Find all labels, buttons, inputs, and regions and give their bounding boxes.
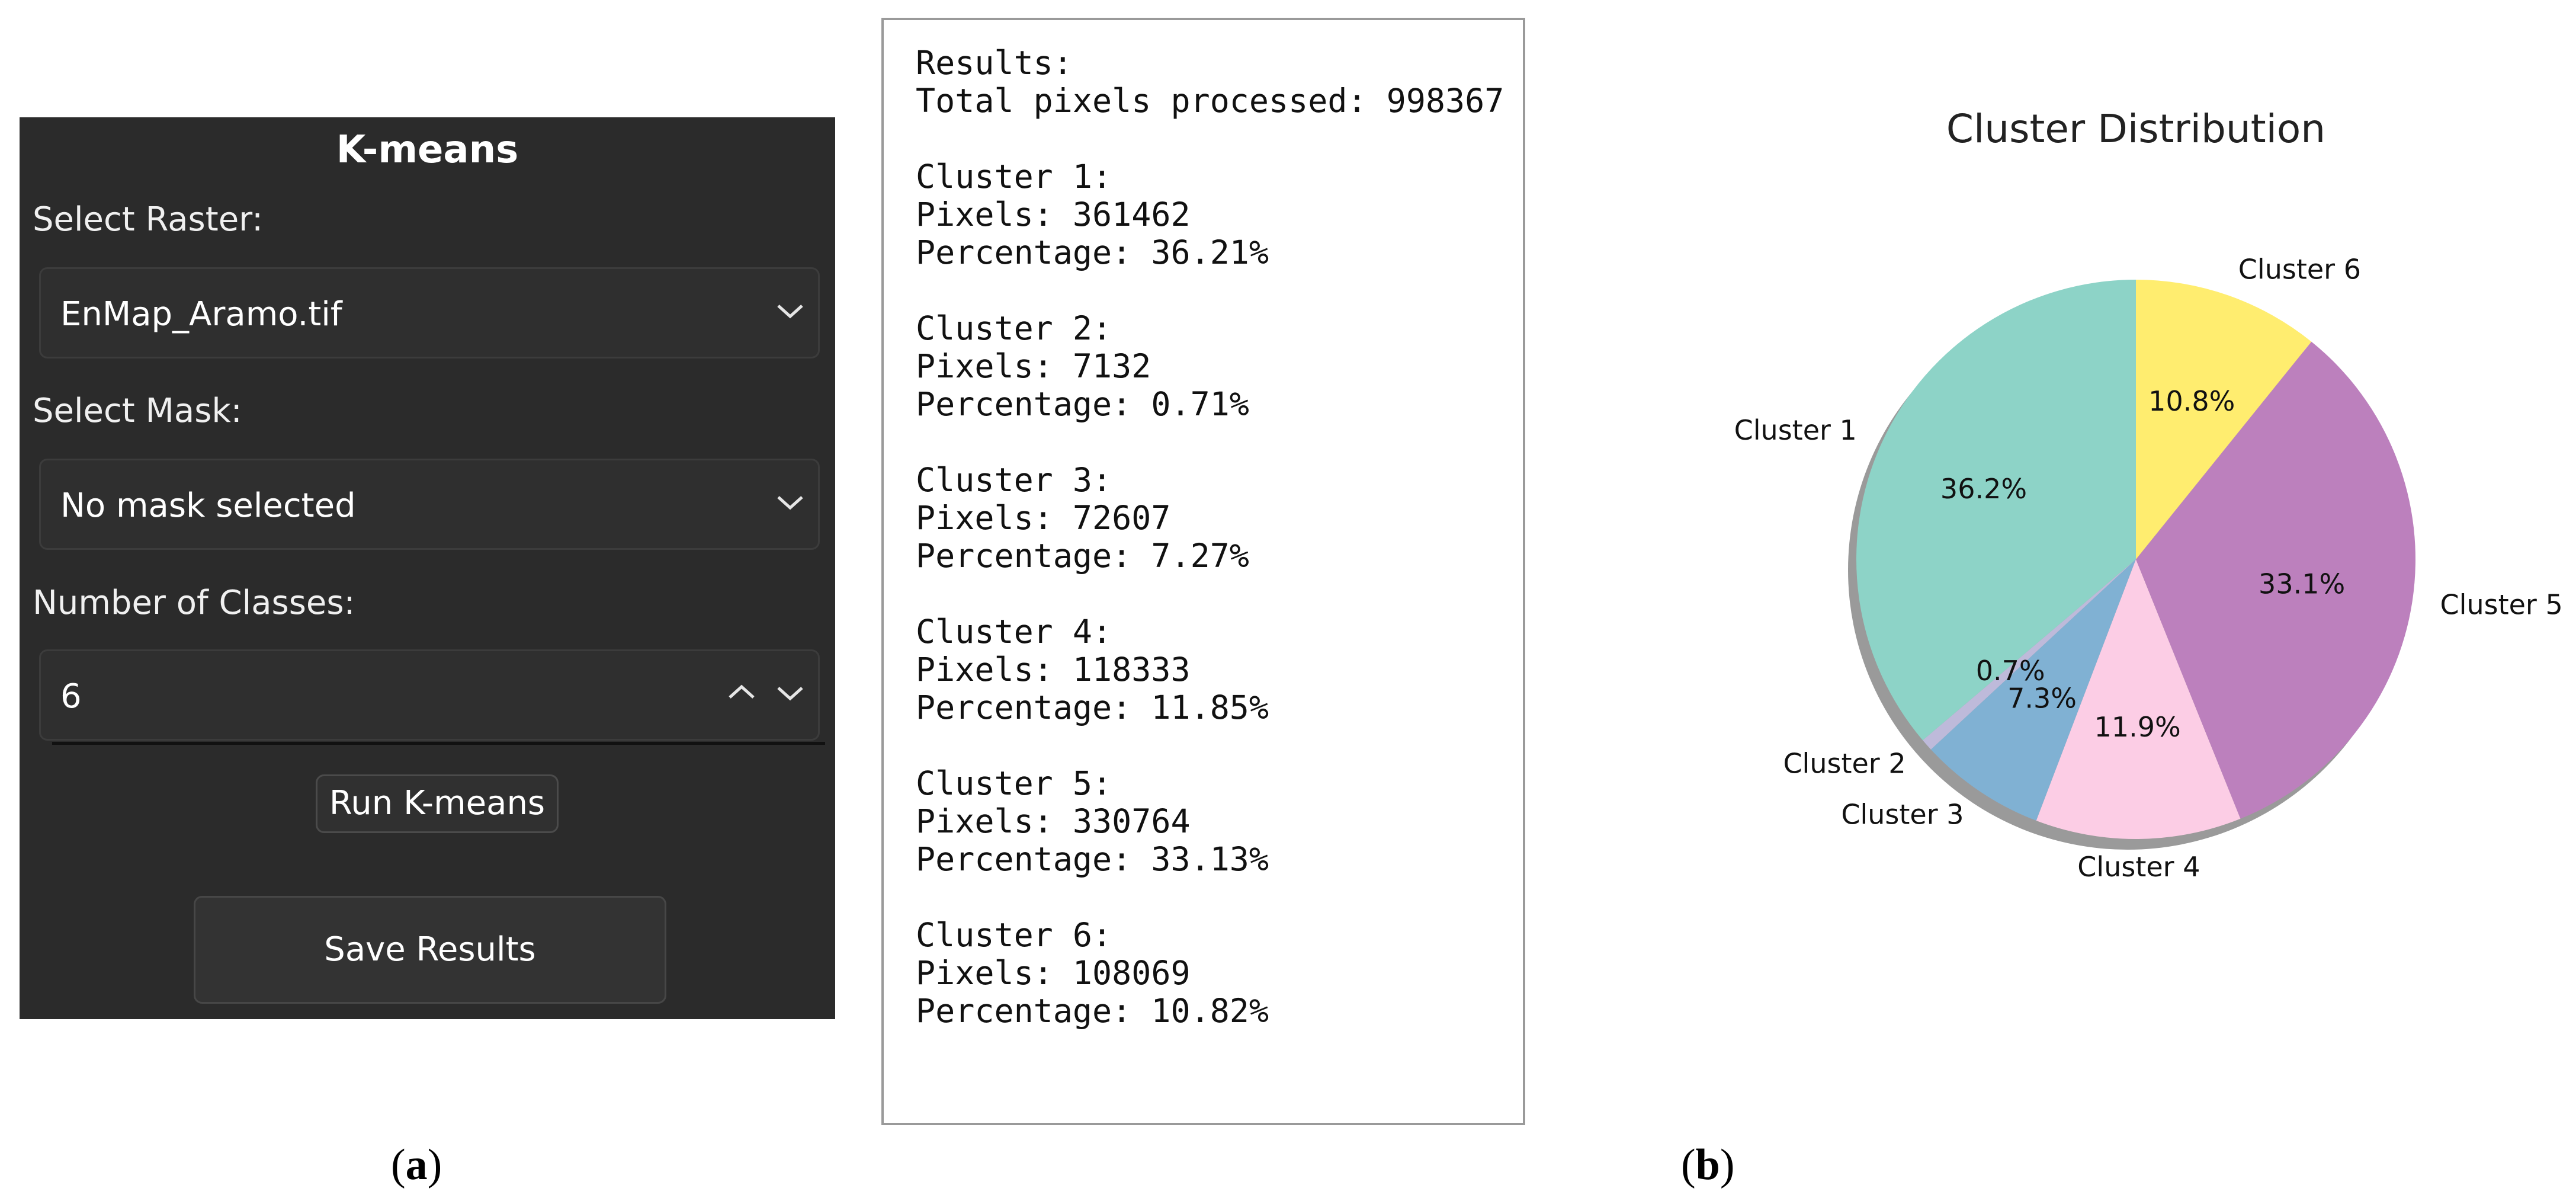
pie-percent-label: 7.3%: [2007, 683, 2077, 715]
results-line: Cluster 5:: [916, 764, 1112, 802]
run-kmeans-button[interactable]: Run K-means: [316, 774, 559, 833]
results-line: Cluster 4:: [916, 613, 1112, 651]
results-line: Pixels: 330764: [916, 802, 1191, 840]
kmeans-panel: K-means Select Raster: EnMap_Aramo.tif S…: [20, 117, 835, 1019]
results-line: Percentage: 7.27%: [916, 537, 1249, 575]
chevron-down-icon[interactable]: [772, 675, 808, 710]
pie-slice-cluster-1: [1856, 280, 2136, 741]
classes-spinbox-value: 6: [60, 677, 82, 716]
chevron-up-icon[interactable]: [724, 675, 759, 710]
pie-category-label: Cluster 3: [1841, 798, 1964, 830]
pie-percent-label: 36.2%: [1940, 473, 2027, 505]
caption-a-letter: a: [405, 1141, 428, 1189]
pie-shadow: [1848, 290, 2407, 850]
pie-percent-label: 0.7%: [1976, 655, 2045, 687]
pie-percent-label: 10.8%: [2148, 385, 2235, 417]
pie-category-label: Cluster 5: [2440, 588, 2563, 620]
pie-slice-cluster-3: [1930, 559, 2136, 821]
pie-percent-label: 33.1%: [2259, 568, 2345, 600]
chart-title: Cluster Distribution: [1946, 106, 2325, 152]
pie-category-label: Cluster 6: [2238, 253, 2361, 285]
results-line: Total pixels processed: 998367: [916, 82, 1504, 120]
select-mask-label: Select Mask:: [33, 392, 242, 430]
save-results-button[interactable]: Save Results: [194, 896, 666, 1004]
mask-select-value: No mask selected: [60, 486, 356, 525]
classes-spinbox[interactable]: 6: [39, 649, 820, 741]
pie-percent-label: 11.9%: [2094, 711, 2181, 743]
results-line: Percentage: 0.71%: [916, 385, 1249, 423]
pie-slice-cluster-6: [2136, 280, 2312, 559]
results-line: Cluster 6:: [916, 916, 1112, 954]
pie-slice-cluster-5: [2136, 341, 2415, 819]
pie-category-label: Cluster 1: [1734, 414, 1857, 446]
results-line: Pixels: 108069: [916, 954, 1191, 992]
caption-a: (a): [391, 1141, 442, 1189]
results-line: Percentage: 33.13%: [916, 840, 1269, 878]
results-line: Pixels: 118333: [916, 651, 1191, 689]
select-raster-label: Select Raster:: [33, 200, 264, 239]
pie-category-label: Cluster 2: [1783, 748, 1905, 780]
results-line: Results:: [916, 44, 1073, 82]
pie-slice-cluster-2: [1923, 559, 2136, 750]
caption-b-letter: b: [1695, 1141, 1720, 1189]
results-line: Percentage: 11.85%: [916, 689, 1269, 726]
number-of-classes-label: Number of Classes:: [33, 584, 355, 622]
chevron-down-icon[interactable]: [772, 293, 808, 328]
spinbox-underline: [52, 742, 825, 745]
results-line: Cluster 2:: [916, 309, 1112, 347]
pie-slice-cluster-4: [2036, 559, 2241, 840]
results-line: Cluster 3:: [916, 461, 1112, 499]
chevron-down-icon[interactable]: [772, 484, 808, 520]
pie-shadow-disc: [1848, 290, 2407, 850]
results-line: Cluster 1:: [916, 158, 1112, 196]
caption-b: (b): [1681, 1141, 1735, 1189]
mask-select[interactable]: No mask selected: [39, 459, 820, 550]
pie-slices: [1856, 280, 2415, 840]
results-line: Pixels: 7132: [916, 347, 1151, 385]
results-line: Pixels: 72607: [916, 499, 1171, 537]
results-line: Percentage: 36.21%: [916, 233, 1269, 271]
panel-title: K-means: [336, 128, 519, 172]
results-textbox[interactable]: Results: Total pixels processed: 998367 …: [881, 18, 1525, 1125]
pie-labels: Cluster 1 36.2% Cluster 2 0.7% Cluster 3 7.3%…: [1734, 253, 2563, 883]
results-line: Pixels: 361462: [916, 196, 1191, 233]
raster-select[interactable]: EnMap_Aramo.tif: [39, 267, 820, 358]
results-line: Percentage: 10.82%: [916, 992, 1269, 1030]
raster-select-value: EnMap_Aramo.tif: [60, 295, 342, 334]
pie-category-label: Cluster 4: [2077, 851, 2200, 883]
